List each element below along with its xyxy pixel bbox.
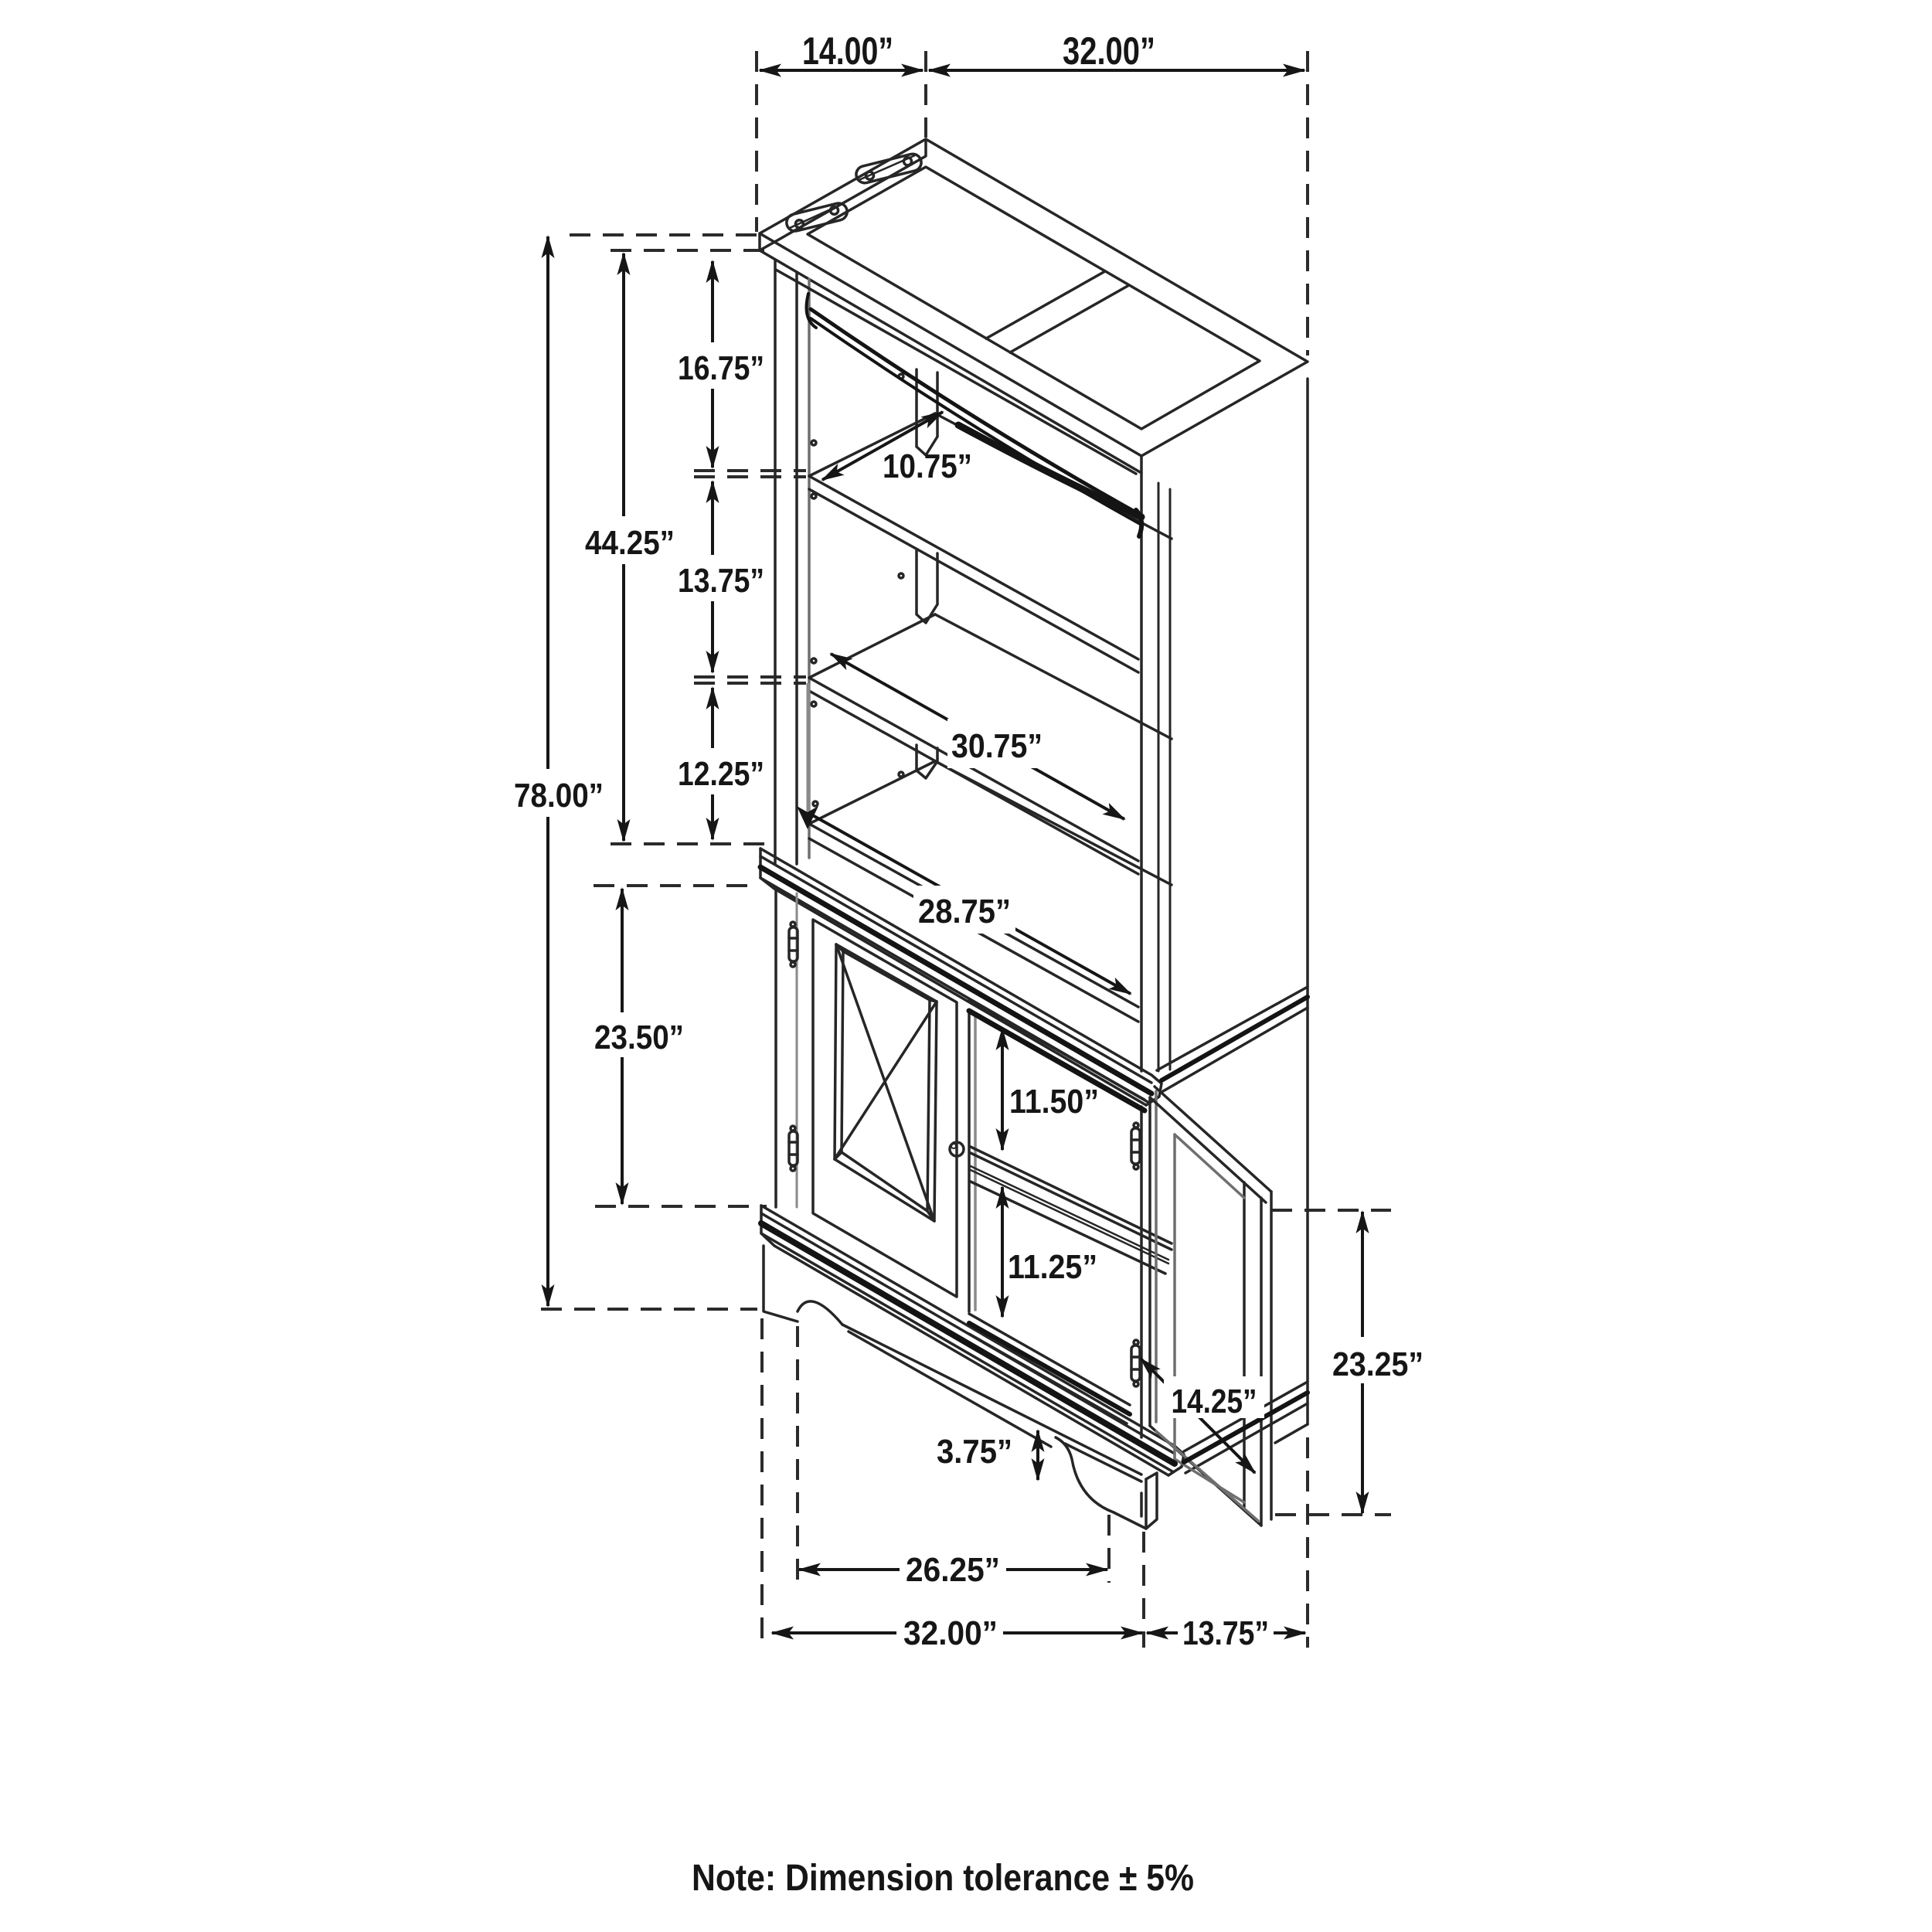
svg-text:32.00”: 32.00”	[903, 1614, 998, 1652]
svg-text:Note: Dimension tolerance ± 5%: Note: Dimension tolerance ± 5%	[692, 1858, 1194, 1899]
svg-text:10.75”: 10.75”	[883, 447, 972, 485]
svg-text:12.25”: 12.25”	[678, 755, 764, 793]
svg-text:32.00”: 32.00”	[1063, 29, 1155, 73]
svg-text:11.50”: 11.50”	[1009, 1083, 1099, 1121]
svg-text:23.50”: 23.50”	[594, 1019, 684, 1056]
svg-text:14.25”: 14.25”	[1172, 1383, 1257, 1420]
svg-text:13.75”: 13.75”	[1182, 1614, 1269, 1652]
svg-text:11.25”: 11.25”	[1008, 1248, 1097, 1286]
svg-text:28.75”: 28.75”	[918, 893, 1011, 930]
svg-text:16.75”: 16.75”	[678, 349, 764, 387]
svg-text:30.75”: 30.75”	[951, 727, 1043, 765]
svg-text:13.75”: 13.75”	[678, 562, 764, 600]
svg-text:3.75”: 3.75”	[937, 1433, 1012, 1471]
svg-text:23.25”: 23.25”	[1332, 1345, 1423, 1383]
svg-text:26.25”: 26.25”	[906, 1551, 1000, 1589]
svg-text:78.00”: 78.00”	[514, 777, 604, 815]
svg-text:44.25”: 44.25”	[585, 524, 675, 562]
svg-text:14.00”: 14.00”	[802, 29, 893, 73]
